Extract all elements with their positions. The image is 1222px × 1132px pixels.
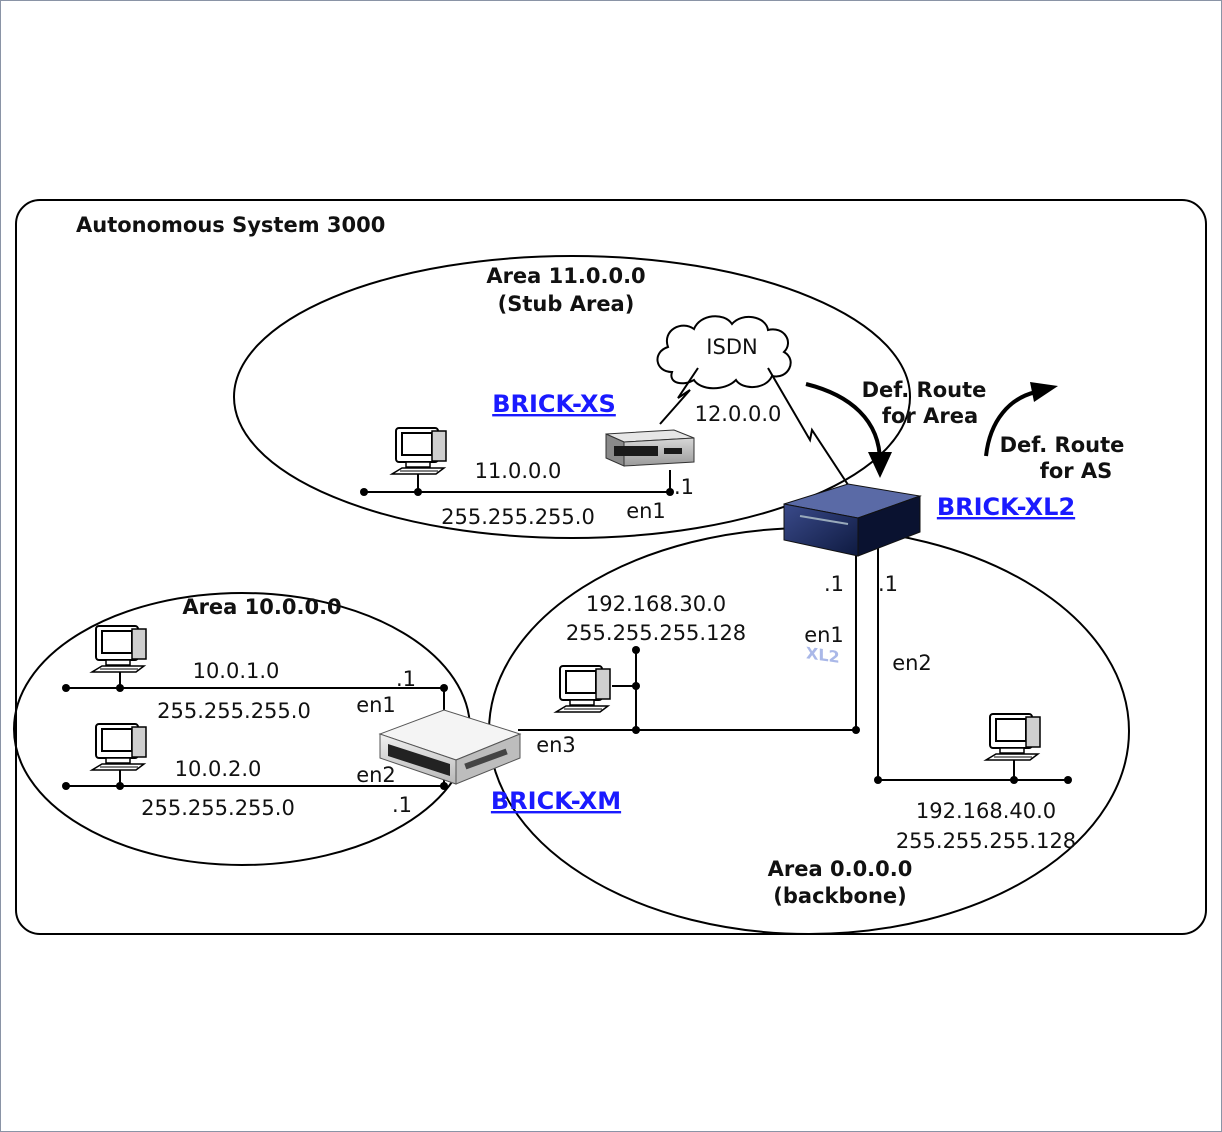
isdn-link-xl2 — [767, 367, 859, 501]
net-30-iface: en1 — [804, 623, 844, 647]
area-10-name: Area 10.0.0.0 — [182, 595, 341, 619]
isdn-cloud-icon — [656, 315, 792, 390]
net-40-addr: 192.168.40.0 — [916, 799, 1056, 823]
isdn-label: ISDN — [706, 335, 757, 359]
brick-xl2-router-icon: XL2 — [783, 483, 922, 667]
brick-xs-link[interactable]: BRICK-XS — [492, 390, 616, 418]
brick-xm-link[interactable]: BRICK-XM — [491, 787, 621, 815]
net-11-host: .1 — [674, 475, 694, 499]
stub-area-boundary — [233, 255, 911, 539]
isdn-network: 12.0.0.0 — [695, 402, 782, 426]
net-40-host: .1 — [878, 572, 898, 596]
net-40-mask: 255.255.255.128 — [896, 829, 1076, 853]
svg-text:XL2: XL2 — [806, 643, 840, 667]
network-192-168-30 — [518, 540, 860, 734]
pc-icon — [555, 665, 611, 713]
def-route-area-line2: for Area — [882, 404, 978, 428]
def-route-area-arrow — [805, 382, 882, 463]
net-30-addr: 192.168.30.0 — [586, 592, 726, 616]
net-11-mask: 255.255.255.0 — [441, 505, 595, 529]
def-route-as-line1: Def. Route — [1000, 433, 1125, 457]
net-10-2-host: .1 — [392, 793, 412, 817]
brick-xs-router-icon — [605, 429, 695, 467]
def-route-area-line1: Def. Route — [862, 378, 987, 402]
stub-area-sub: (Stub Area) — [498, 292, 635, 316]
backbone-area-name: Area 0.0.0.0 — [768, 857, 913, 881]
net-10-1-mask: 255.255.255.0 — [157, 699, 311, 723]
net-40-iface: en2 — [892, 651, 932, 675]
net-30-mask: 255.255.255.128 — [566, 621, 746, 645]
pc-icon — [391, 427, 447, 475]
as-title: Autonomous System 3000 — [76, 213, 385, 237]
autonomous-system-boundary — [15, 199, 1207, 935]
def-route-as-line2: for AS — [1040, 459, 1113, 483]
network-192-168-40 — [874, 540, 1072, 784]
backbone-area-sub: (backbone) — [773, 884, 906, 908]
brick-xm-router-icon — [378, 709, 522, 785]
pc-icon — [91, 723, 147, 771]
net-10-2-iface: en2 — [356, 763, 396, 787]
def-route-as-arrow — [984, 390, 1037, 457]
pc-icon — [985, 713, 1041, 761]
network-11 — [360, 470, 674, 496]
net-10-2-mask: 255.255.255.0 — [141, 796, 295, 820]
brick-xl2-link[interactable]: BRICK-XL2 — [937, 493, 1075, 521]
net-11-iface: en1 — [626, 499, 666, 523]
isdn-link-xs — [659, 367, 699, 425]
net-10-1-iface: en1 — [356, 693, 396, 717]
net-30-host: .1 — [824, 572, 844, 596]
pc-icon — [91, 625, 147, 673]
stub-area-name: Area 11.0.0.0 — [486, 264, 645, 288]
net-10-1-host: .1 — [396, 667, 416, 691]
net-11-addr: 11.0.0.0 — [475, 459, 562, 483]
net-10-1-addr: 10.0.1.0 — [193, 659, 280, 683]
net-30-xm-iface: en3 — [536, 733, 576, 757]
net-10-2-addr: 10.0.2.0 — [175, 757, 262, 781]
